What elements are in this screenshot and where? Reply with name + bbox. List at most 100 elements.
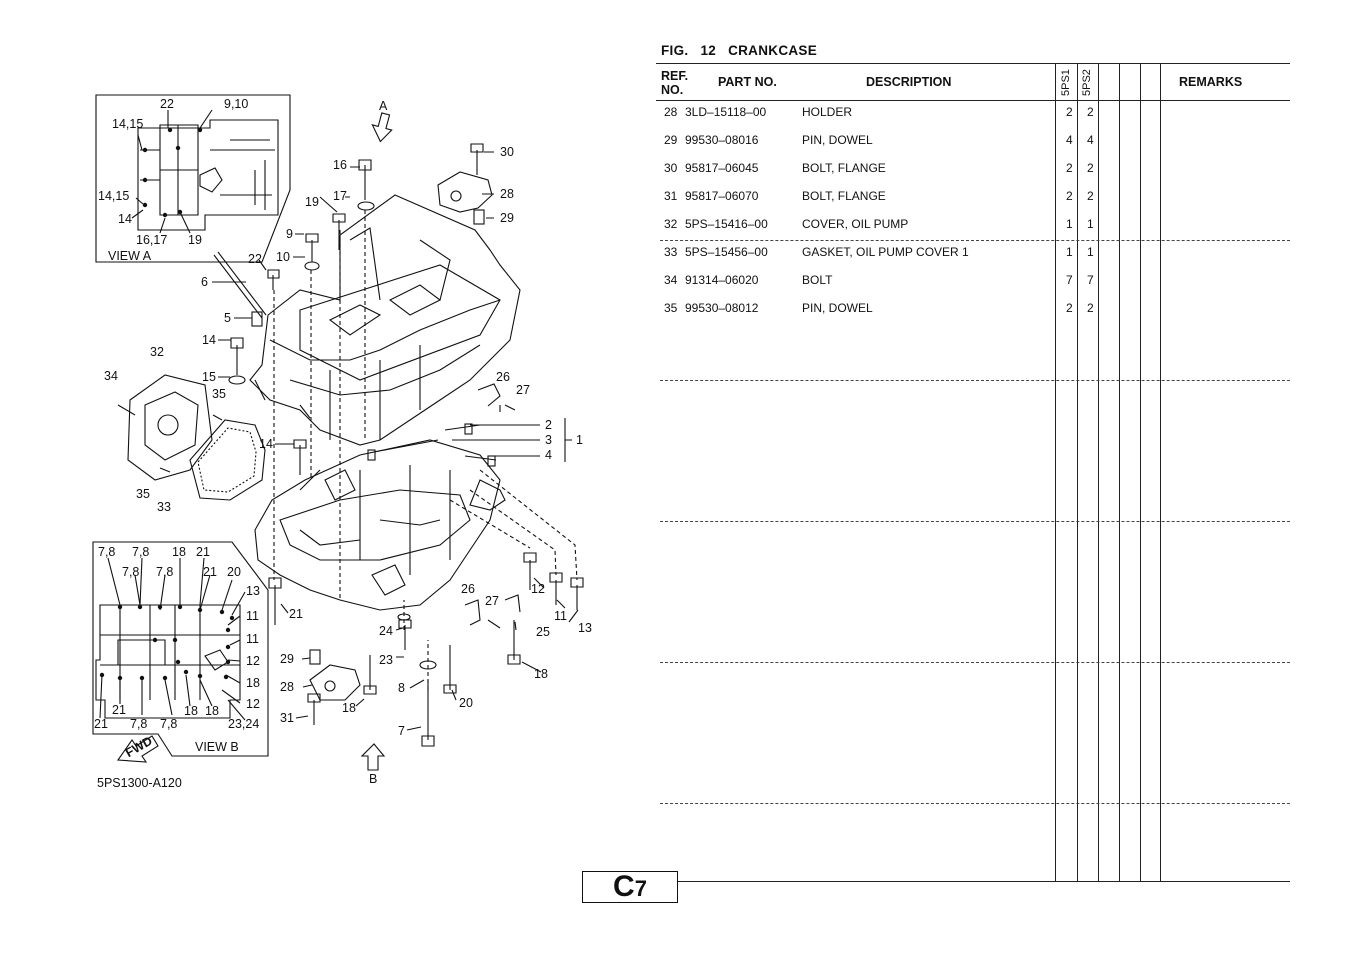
label-13: 13 (578, 621, 592, 635)
view-a-caption: VIEW A (108, 249, 152, 263)
label-28-b: 28 (280, 680, 294, 694)
label-26-b: 26 (461, 582, 475, 596)
label-3: 3 (545, 433, 552, 447)
col-divider (1055, 63, 1056, 882)
label-18-a: 18 (534, 667, 548, 681)
row-group-separator (660, 380, 1290, 381)
arrow-a-label: A (379, 99, 388, 113)
label-21: 21 (289, 607, 303, 621)
header-part-no: PART NO. (718, 75, 777, 89)
vb-label-18-c: 18 (184, 704, 198, 718)
vb-label-7-8-a: 7,8 (98, 545, 115, 559)
label-30: 30 (500, 145, 514, 159)
vb-label-18-d: 18 (205, 704, 219, 718)
label-11: 11 (554, 609, 567, 623)
vb-label-7-8-c: 7,8 (122, 565, 139, 579)
col-divider (1077, 63, 1078, 882)
header-model-5ps1: 5PS1 (1060, 69, 1072, 96)
vb-label-21-d: 21 (112, 703, 126, 717)
label-35-a: 35 (212, 387, 226, 401)
label-26: 26 (496, 370, 510, 384)
va-label-14-15-bottom: 14,15 (98, 189, 129, 203)
label-27-b: 27 (485, 594, 499, 608)
view-a-frame (95, 94, 291, 263)
vb-label-7-8-e: 7,8 (130, 717, 147, 731)
label-6: 6 (201, 275, 208, 289)
vb-label-13: 13 (246, 584, 260, 598)
header-remarks: REMARKS (1179, 75, 1243, 89)
label-10: 10 (276, 250, 290, 264)
label-17: 17 (333, 189, 347, 203)
vb-label-11-b: 11 (246, 632, 259, 646)
vb-label-7-8-d: 7,8 (156, 565, 173, 579)
label-25: 25 (536, 625, 550, 639)
table-top-rule (656, 63, 1290, 64)
header-description: DESCRIPTION (866, 75, 952, 89)
vb-label-23-24: 23,24 (228, 717, 259, 731)
figure-label: FIG. (661, 43, 689, 58)
vb-label-18-b: 18 (246, 676, 260, 690)
va-label-19: 19 (188, 233, 202, 247)
label-12: 12 (531, 582, 545, 596)
table-header-rule (656, 100, 1290, 101)
col-divider (1119, 63, 1120, 882)
figure-title: FIG. 12 CRANKCASE (661, 43, 829, 58)
vb-label-7-8-f: 7,8 (160, 717, 177, 731)
view-b-frame (92, 541, 269, 757)
vb-label-21-c: 21 (94, 717, 108, 731)
label-14-b: 14 (259, 437, 273, 451)
arrow-b-label: B (369, 772, 377, 786)
exploded-parts-diagram: 22 9,10 14,15 14,15 14 16,17 19 VIEW A A… (92, 94, 592, 790)
col-divider (1098, 63, 1099, 882)
label-15: 15 (202, 370, 216, 384)
va-label-14: 14 (118, 212, 132, 226)
label-20: 20 (459, 696, 473, 710)
va-label-9-10: 9,10 (224, 97, 248, 111)
label-31: 31 (280, 711, 294, 725)
va-label-14-15-top: 14,15 (112, 117, 143, 131)
label-28: 28 (500, 187, 514, 201)
view-b-caption: VIEW B (195, 740, 239, 754)
vb-label-12-b: 12 (246, 697, 260, 711)
vb-label-21-b: 21 (203, 565, 217, 579)
label-23: 23 (379, 653, 393, 667)
label-24: 24 (379, 624, 393, 638)
vb-label-21: 21 (196, 545, 210, 559)
label-7: 7 (398, 724, 405, 738)
figure-name: CRANKCASE (728, 43, 818, 58)
figure-number: 12 (700, 43, 717, 58)
label-22: 22 (248, 252, 262, 266)
label-16: 16 (333, 158, 347, 172)
page-badge-letter: C (613, 870, 635, 903)
label-8: 8 (398, 681, 405, 695)
label-29: 29 (500, 211, 514, 225)
va-label-22: 22 (160, 97, 174, 111)
label-29-b: 29 (280, 652, 294, 666)
label-34: 34 (104, 369, 118, 383)
row-group-separator (660, 803, 1290, 804)
label-9: 9 (286, 227, 293, 241)
page-badge-number: 7 (634, 876, 647, 901)
parts-table: REF. NO. PART NO. DESCRIPTION 5PS1 5PS2 … (656, 63, 1290, 882)
row-group-separator (660, 662, 1290, 663)
label-19: 19 (305, 195, 319, 209)
label-32: 32 (150, 345, 164, 359)
label-27: 27 (516, 383, 530, 397)
row-group-separator (660, 240, 1290, 241)
fwd-label: FWD (123, 734, 155, 760)
header-ref-no: REF. NO. (661, 69, 689, 97)
label-5: 5 (224, 311, 231, 325)
label-14-a: 14 (202, 333, 216, 347)
vb-label-20: 20 (227, 565, 241, 579)
col-divider (1140, 63, 1141, 882)
va-label-16-17: 16,17 (136, 233, 167, 247)
row-group-separator (660, 521, 1290, 522)
